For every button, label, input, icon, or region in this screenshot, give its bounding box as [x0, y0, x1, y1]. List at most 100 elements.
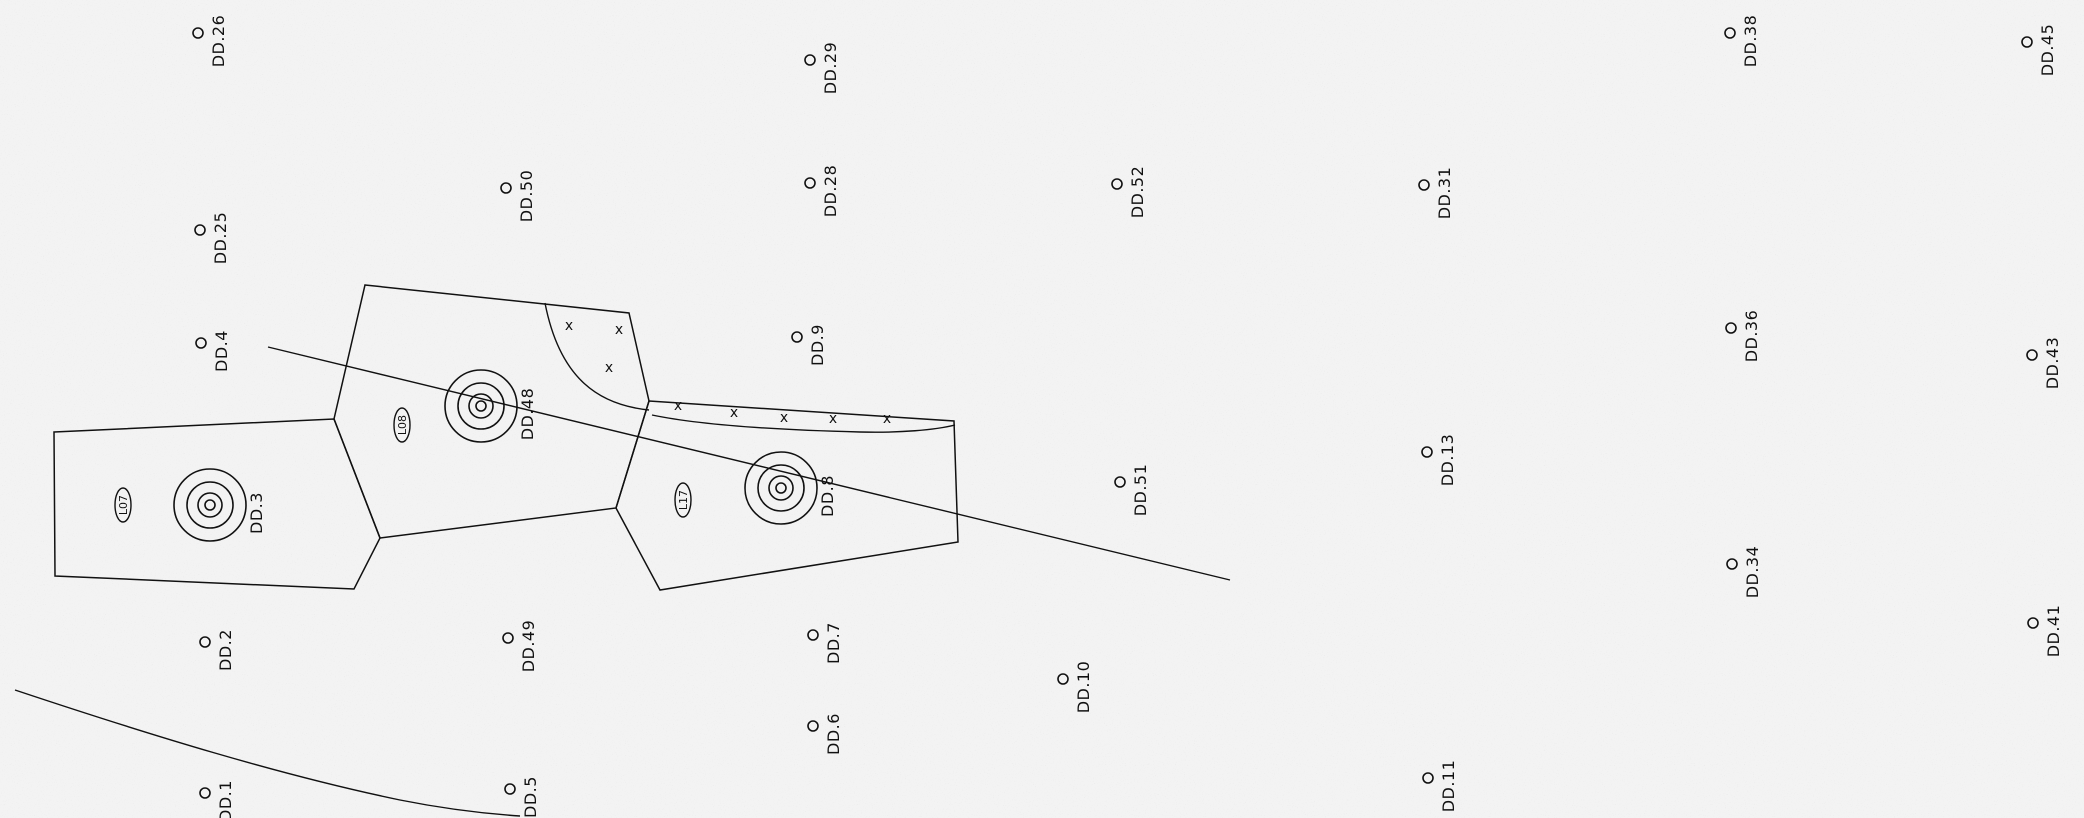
mined-marker: x [565, 318, 573, 334]
drill-hole-marker [791, 331, 803, 343]
drill-hole-dd11: DD.11 [1422, 760, 1458, 813]
drill-hole-label: DD.9 [808, 324, 827, 366]
drill-hole-label: DD.38 [1741, 15, 1760, 68]
mined-area-boundary-upper [544, 302, 650, 411]
drill-hole-dd9: DD.9 [791, 324, 827, 366]
mined-area-boundary-lower [651, 414, 956, 433]
drill-hole-dd49: DD.49 [502, 620, 538, 673]
drill-hole-dd5: DD.5 [504, 776, 540, 818]
drill-hole-label: DD.34 [1743, 546, 1762, 599]
drill-hole-dd50: DD.50 [500, 170, 536, 223]
mined-marker: x [829, 411, 837, 427]
drill-hole-marker [804, 54, 816, 66]
drill-hole-label: DD.5 [521, 776, 540, 818]
drill-hole-label: DD.49 [519, 620, 538, 673]
drill-hole-dd25: DD.25 [194, 212, 230, 265]
drill-hole-dd45: DD.45 [2021, 24, 2057, 77]
drill-hole-dd28: DD.28 [804, 165, 840, 218]
drill-hole-marker [1724, 27, 1736, 39]
drill-hole-marker [1114, 476, 1126, 488]
block-tag-oval [393, 407, 411, 443]
drill-hole-dd10: DD.10 [1057, 661, 1093, 714]
block-hole-ring [475, 400, 487, 412]
block-tag-label: L07 [117, 495, 130, 515]
block-hole-ring [468, 393, 494, 419]
drill-hole-label: DD.52 [1128, 166, 1147, 219]
drill-hole-marker [2026, 349, 2038, 361]
mined-marker: x [780, 410, 788, 426]
drill-hole-marker [807, 720, 819, 732]
drill-hole-marker [1422, 772, 1434, 784]
drill-hole-label: DD.10 [1074, 661, 1093, 714]
drill-hole-label: DD.31 [1435, 167, 1454, 220]
drill-hole-label: DD.26 [209, 15, 228, 68]
drill-hole-label: DD.41 [2044, 605, 2063, 658]
drill-hole-dd52: DD.52 [1111, 166, 1147, 219]
drill-hole-marker [1421, 446, 1433, 458]
drill-hole-marker [1057, 673, 1069, 685]
drill-hole-label: DD.7 [824, 622, 843, 664]
drill-hole-marker [199, 787, 211, 799]
mined-marker: x [883, 411, 891, 427]
drill-hole-label: DD.45 [2038, 24, 2057, 77]
drill-hole-marker [804, 177, 816, 189]
block-hole-dd48: DD.48 [444, 369, 537, 443]
drill-hole-marker [1111, 178, 1123, 190]
block-hole-dd8: DD.8 [744, 451, 837, 525]
block-tag-label: L17 [677, 490, 690, 510]
drill-hole-label: DD.43 [2043, 337, 2062, 390]
block-hole-label: DD.48 [518, 388, 537, 441]
drill-hole-marker [500, 182, 512, 194]
drill-hole-dd41: DD.41 [2027, 605, 2063, 658]
drill-hole-dd51: DD.51 [1114, 464, 1150, 517]
drill-hole-marker [1726, 558, 1738, 570]
drill-hole-dd31: DD.31 [1418, 167, 1454, 220]
block-hole-ring [204, 499, 216, 511]
block-hole-ring [444, 369, 518, 443]
drill-hole-dd6: DD.6 [807, 713, 843, 755]
boundary-curve [14, 689, 521, 817]
drill-hole-label: DD.2 [216, 629, 235, 671]
drill-hole-marker [504, 783, 516, 795]
block-hole-label: DD.3 [247, 492, 266, 534]
mined-marker: x [615, 322, 623, 338]
drill-hole-dd38: DD.38 [1724, 15, 1760, 68]
mined-marker: x [730, 405, 738, 421]
drill-hole-label: DD.29 [821, 42, 840, 95]
ore-block-l17 [615, 400, 959, 591]
block-hole-ring [173, 468, 247, 542]
drill-hole-dd2: DD.2 [199, 629, 235, 671]
block-hole-ring [457, 382, 505, 430]
drill-hole-dd13: DD.13 [1421, 434, 1457, 487]
block-tag-label: L08 [396, 415, 409, 435]
ore-block-l07 [53, 418, 381, 590]
block-hole-dd3: DD.3 [173, 468, 266, 542]
mined-marker: x [605, 360, 613, 376]
drill-hole-label: DD.50 [517, 170, 536, 223]
drill-hole-dd43: DD.43 [2026, 337, 2062, 390]
drill-hole-marker [194, 224, 206, 236]
drill-hole-marker [2021, 36, 2033, 48]
drill-hole-label: DD.28 [821, 165, 840, 218]
block-hole-ring [775, 482, 787, 494]
block-hole-ring [186, 481, 234, 529]
drill-hole-dd4: DD.4 [195, 330, 231, 372]
drill-hole-label: DD.51 [1131, 464, 1150, 517]
block-tag-oval [114, 487, 132, 523]
block-tag-oval [674, 482, 692, 518]
drill-hole-label: DD.1 [216, 780, 235, 818]
drill-hole-dd26: DD.26 [192, 15, 228, 68]
drill-hole-dd1: DD.1 [199, 780, 235, 818]
drill-hole-marker [807, 629, 819, 641]
drill-hole-label: DD.13 [1438, 434, 1457, 487]
block-hole-ring [197, 492, 223, 518]
drill-hole-label: DD.11 [1439, 760, 1458, 813]
drill-hole-marker [2027, 617, 2039, 629]
block-tag-l17: L17 [674, 482, 692, 518]
drill-hole-label: DD.4 [212, 330, 231, 372]
drill-hole-marker [1418, 179, 1430, 191]
block-hole-label: DD.8 [818, 475, 837, 517]
drill-hole-label: DD.25 [211, 212, 230, 265]
